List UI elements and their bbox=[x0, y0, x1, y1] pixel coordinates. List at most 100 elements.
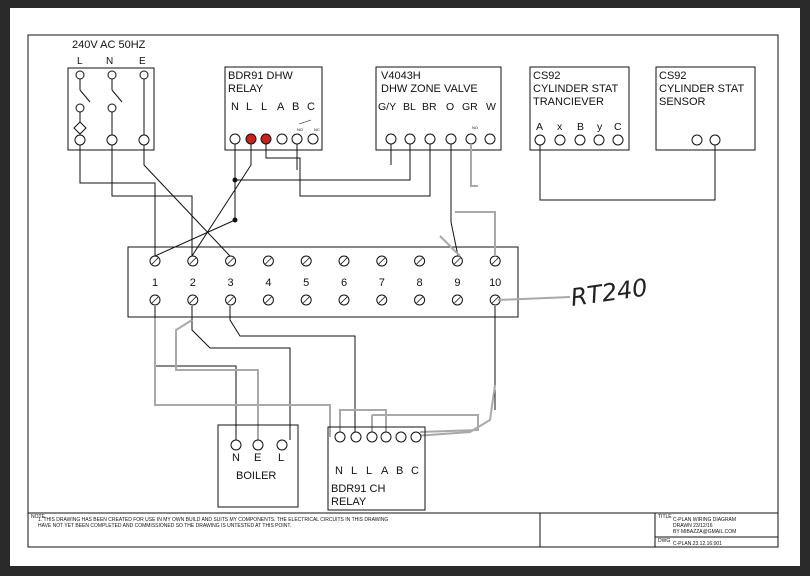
supply-title: 240V AC 50HZ bbox=[72, 39, 146, 51]
screw-slot-icon bbox=[227, 296, 234, 304]
strip-number-8: 8 bbox=[417, 277, 423, 289]
svg-text:BY MIBAZZA@GMAIL.COM: BY MIBAZZA@GMAIL.COM bbox=[673, 529, 736, 535]
svg-text:CS92: CS92 bbox=[659, 70, 687, 82]
boiler-pin-e: E bbox=[254, 452, 261, 464]
dhw-relay-subtitle: RELAY bbox=[228, 83, 264, 95]
screw-slot-icon bbox=[227, 257, 234, 265]
svg-text:NO: NO bbox=[472, 125, 478, 130]
svg-text:C: C bbox=[614, 121, 622, 133]
svg-text:x: x bbox=[557, 121, 563, 133]
zone-valve-pin-gr: GR bbox=[462, 101, 478, 113]
svg-text:A: A bbox=[536, 121, 543, 133]
strip-number-3: 3 bbox=[228, 277, 234, 289]
strip-number-4: 4 bbox=[265, 277, 271, 289]
supply-terminal-l: L bbox=[77, 56, 83, 67]
dhw-relay-pin-l2: L bbox=[261, 101, 267, 113]
svg-text:y: y bbox=[597, 121, 603, 133]
screw-slot-icon bbox=[340, 257, 348, 265]
svg-text:C: C bbox=[411, 465, 419, 477]
svg-text:TITLE: TITLE bbox=[658, 514, 672, 520]
zone-valve-pin-gy: G/Y bbox=[378, 101, 396, 113]
zone-valve-subtitle: DHW ZONE VALVE bbox=[381, 83, 478, 95]
screw-slot-icon bbox=[491, 296, 499, 304]
screw-slot-icon bbox=[416, 296, 423, 304]
dhw-relay-pin-a: A bbox=[277, 101, 285, 113]
boiler-pin-n: N bbox=[232, 452, 240, 464]
strip-number-6: 6 bbox=[341, 277, 347, 289]
drawing-border bbox=[27, 34, 779, 548]
screw-slot-icon bbox=[491, 257, 499, 265]
screw-slot-icon bbox=[151, 257, 159, 265]
screw-slot-icon bbox=[454, 257, 461, 265]
cs92-transceiver: CS92 CYLINDER STAT TRANCIEVER A x B y C bbox=[529, 66, 630, 151]
grey-wires-bottom bbox=[154, 318, 496, 440]
dhw-relay-title: BDR91 DHW bbox=[228, 70, 293, 82]
screw-slot-icon bbox=[302, 257, 310, 265]
svg-text:B: B bbox=[577, 121, 584, 133]
strip-number-1: 1 bbox=[152, 277, 158, 289]
title-block-title: C-PLAN WIRING DIAGRAM bbox=[673, 517, 736, 523]
svg-text:CYLINDER STAT: CYLINDER STAT bbox=[659, 83, 744, 95]
supply-terminal-n: N bbox=[106, 56, 113, 67]
screw-slot-icon bbox=[340, 296, 348, 304]
screw-slot-icon bbox=[378, 257, 386, 265]
svg-text:NC: NC bbox=[314, 127, 320, 132]
drawing-sheet bbox=[10, 8, 800, 566]
svg-text:DRAWN 23/12/16: DRAWN 23/12/16 bbox=[673, 523, 713, 529]
screw-slot-icon bbox=[189, 296, 197, 304]
supply-block: 240V AC 50HZ L N E bbox=[67, 39, 155, 151]
svg-text:CS92: CS92 bbox=[533, 70, 561, 82]
svg-text:DWG: DWG bbox=[658, 538, 670, 544]
screw-slot-icon bbox=[302, 296, 310, 304]
note-line-2: HAVE NOT YET BEEN COMPLETED AND COMMISSI… bbox=[38, 523, 291, 529]
screw-slot-icon bbox=[416, 257, 423, 265]
svg-text:SENSOR: SENSOR bbox=[659, 96, 706, 108]
supply-terminal-e: E bbox=[139, 56, 146, 67]
zone-valve-pin-br: BR bbox=[422, 101, 437, 113]
svg-text:CYLINDER STAT: CYLINDER STAT bbox=[533, 83, 618, 95]
screw-slot-icon bbox=[378, 296, 386, 304]
screw-slot-icon bbox=[265, 296, 272, 304]
svg-text:NO: NO bbox=[297, 127, 303, 132]
rt-wire bbox=[497, 296, 571, 301]
note-line-1: 1. THIS DRAWING HAS BEEN CREATED FOR USE… bbox=[38, 517, 388, 523]
screw-slot-icon bbox=[189, 257, 197, 265]
ch-relay-title: BDR91 CH bbox=[331, 483, 385, 495]
zone-valve-pin-w: W bbox=[486, 101, 496, 113]
grey-wires-top bbox=[439, 144, 496, 257]
dhw-relay: BDR91 DHW RELAY N L L A B C NO NC bbox=[224, 66, 323, 151]
dhw-relay-pin-b: B bbox=[292, 101, 299, 113]
ch-relay: N L L A B C BDR91 CH RELAY bbox=[327, 426, 426, 511]
zone-valve-title: V4043H bbox=[381, 70, 421, 82]
svg-text:TRANCIEVER: TRANCIEVER bbox=[533, 96, 604, 108]
notes-block: NOTE 1. THIS DRAWING HAS BEEN CREATED FO… bbox=[28, 512, 778, 547]
svg-text:NOTE: NOTE bbox=[31, 514, 46, 520]
black-wires-top bbox=[79, 144, 459, 257]
svg-text:L: L bbox=[366, 465, 372, 477]
strip-number-9: 9 bbox=[454, 277, 460, 289]
dhw-relay-pin-l1: L bbox=[246, 101, 252, 113]
cs92-sensor: CS92 CYLINDER STAT SENSOR bbox=[655, 66, 756, 151]
svg-text:B: B bbox=[396, 465, 403, 477]
zone-valve: V4043H DHW ZONE VALVE G/Y BL BR O GR W N… bbox=[375, 66, 502, 151]
screw-slot-icon bbox=[151, 296, 159, 304]
svg-text:A: A bbox=[381, 465, 389, 477]
boiler: N E L BOILER bbox=[217, 424, 299, 508]
zone-valve-pin-o: O bbox=[446, 101, 454, 113]
strip-number-2: 2 bbox=[190, 277, 196, 289]
strip-number-10: 10 bbox=[489, 277, 501, 289]
drawing-number: C-PLAN.23.12.16.001 bbox=[673, 541, 722, 547]
zone-valve-pin-bl: BL bbox=[403, 101, 416, 113]
boiler-pin-l: L bbox=[278, 452, 284, 464]
screw-slot-icon bbox=[265, 257, 272, 265]
dhw-relay-pin-n: N bbox=[231, 101, 239, 113]
ch-relay-subtitle: RELAY bbox=[331, 496, 367, 508]
dhw-relay-pin-c: C bbox=[307, 101, 315, 113]
strip-number-7: 7 bbox=[379, 277, 385, 289]
sensor-link-wire bbox=[539, 145, 716, 201]
svg-text:L: L bbox=[351, 465, 357, 477]
svg-text:N: N bbox=[335, 465, 343, 477]
screw-slot-icon bbox=[454, 296, 461, 304]
boiler-label: BOILER bbox=[236, 470, 276, 482]
